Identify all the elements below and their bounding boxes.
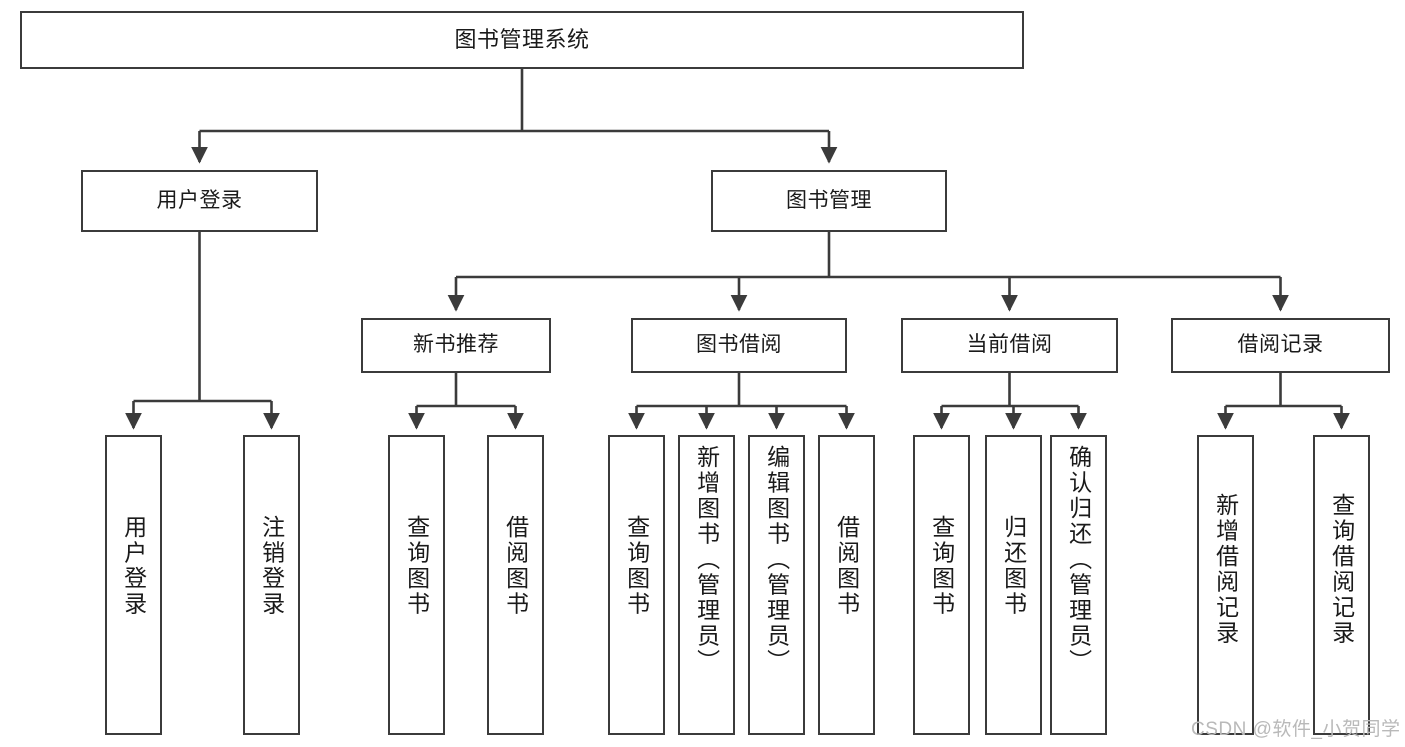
node-label: 新增借阅记录 — [1212, 493, 1239, 646]
node-label: 用户登录 — [156, 188, 243, 212]
node-label: 借阅记录 — [1237, 333, 1324, 357]
node-label: 注销登录 — [258, 515, 285, 617]
node-leaf-return-book[interactable]: 归还图书 — [985, 435, 1042, 735]
node-label: 当前借阅 — [966, 333, 1053, 357]
node-user-login[interactable]: 用户登录 — [81, 170, 318, 232]
node-book-borrow[interactable]: 图书借阅 — [631, 318, 847, 373]
node-label: 新增图书（管理员） — [693, 445, 720, 675]
csdn-watermark: CSDN @软件_小贺同学 — [1191, 719, 1401, 740]
node-label: 查询借阅记录 — [1328, 493, 1355, 646]
node-label: 查询图书 — [623, 515, 650, 617]
node-leaf-borrow-book-rec[interactable]: 借阅图书 — [487, 435, 544, 735]
node-leaf-query-book[interactable]: 查询图书 — [608, 435, 665, 735]
node-current-borrow[interactable]: 当前借阅 — [901, 318, 1118, 373]
node-label: 图书借阅 — [696, 333, 782, 357]
node-borrow-record[interactable]: 借阅记录 — [1171, 318, 1390, 373]
node-root-system[interactable]: 图书管理系统 — [20, 11, 1024, 69]
node-leaf-user-login[interactable]: 用户登录 — [105, 435, 162, 735]
node-leaf-query-book-rec[interactable]: 查询图书 — [388, 435, 445, 735]
node-label: 新书推荐 — [413, 333, 499, 357]
node-leaf-query-record[interactable]: 查询借阅记录 — [1313, 435, 1370, 735]
node-book-manage[interactable]: 图书管理 — [711, 170, 947, 232]
node-label: 查询图书 — [928, 515, 955, 617]
node-label: 借阅图书 — [833, 515, 860, 617]
node-leaf-edit-book[interactable]: 编辑图书（管理员） — [748, 435, 805, 735]
node-label: 归还图书 — [1000, 515, 1027, 617]
node-leaf-confirm-return[interactable]: 确认归还（管理员） — [1050, 435, 1107, 735]
node-new-book-rec[interactable]: 新书推荐 — [361, 318, 551, 373]
node-label: 编辑图书（管理员） — [763, 445, 790, 675]
node-label: 借阅图书 — [502, 515, 529, 617]
node-leaf-user-logout[interactable]: 注销登录 — [243, 435, 300, 735]
node-label: 图书管理 — [786, 188, 872, 212]
node-label: 图书管理系统 — [454, 27, 590, 53]
node-leaf-add-record[interactable]: 新增借阅记录 — [1197, 435, 1254, 735]
node-leaf-borrow-book[interactable]: 借阅图书 — [818, 435, 875, 735]
node-leaf-add-book[interactable]: 新增图书（管理员） — [678, 435, 735, 735]
node-label: 用户登录 — [120, 515, 147, 617]
node-leaf-query-book-cur[interactable]: 查询图书 — [913, 435, 970, 735]
node-label: 确认归还（管理员） — [1065, 445, 1092, 675]
node-label: 查询图书 — [403, 515, 430, 617]
